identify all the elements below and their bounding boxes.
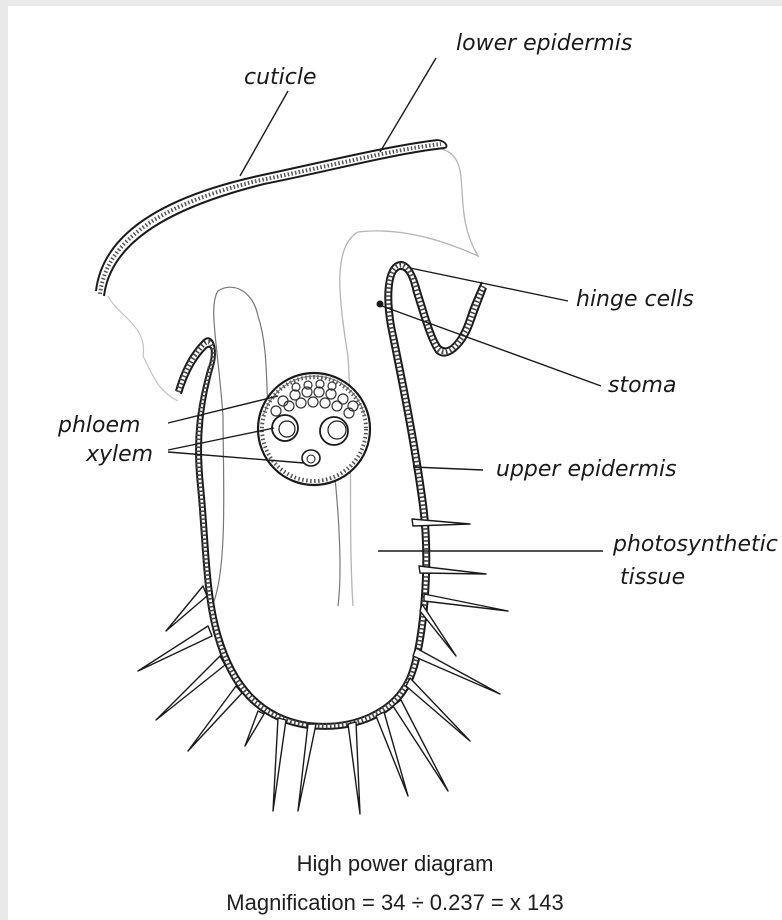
- leaf-outline-faint-left: [108, 296, 178, 401]
- cuticle-leader: [240, 91, 288, 176]
- label-hinge-cells: hinge cells: [576, 287, 694, 312]
- label-cuticle: cuticle: [244, 65, 317, 90]
- vascular-bundle: [258, 373, 370, 485]
- upper-epidermis-leader: [413, 467, 483, 470]
- hinge-cells-leader: [410, 268, 568, 301]
- label-upper-epidermis: upper epidermis: [496, 457, 677, 482]
- lower-epidermis-leader: [380, 58, 436, 152]
- leaf-hairs: [138, 519, 508, 814]
- leaf-section-drawing: cuticle lower epidermis hinge cells stom…: [8, 6, 782, 920]
- label-photosynthetic: photosynthetic: [612, 532, 778, 557]
- diagram-card: cuticle lower epidermis hinge cells stom…: [8, 6, 782, 920]
- label-lower-epidermis: lower epidermis: [456, 31, 632, 56]
- leaf-outline-faint: [340, 148, 478, 606]
- label-phloem: phloem: [57, 413, 140, 438]
- caption-title: High power diagram: [8, 851, 782, 877]
- label-stoma: stoma: [608, 373, 676, 398]
- label-xylem: xylem: [85, 442, 153, 467]
- caption-magnification: Magnification = 34 ÷ 0.237 = x 143: [8, 890, 782, 916]
- stoma-leader: [382, 306, 601, 386]
- label-tissue: tissue: [620, 565, 685, 590]
- upper-epidermis-outline: [176, 262, 486, 729]
